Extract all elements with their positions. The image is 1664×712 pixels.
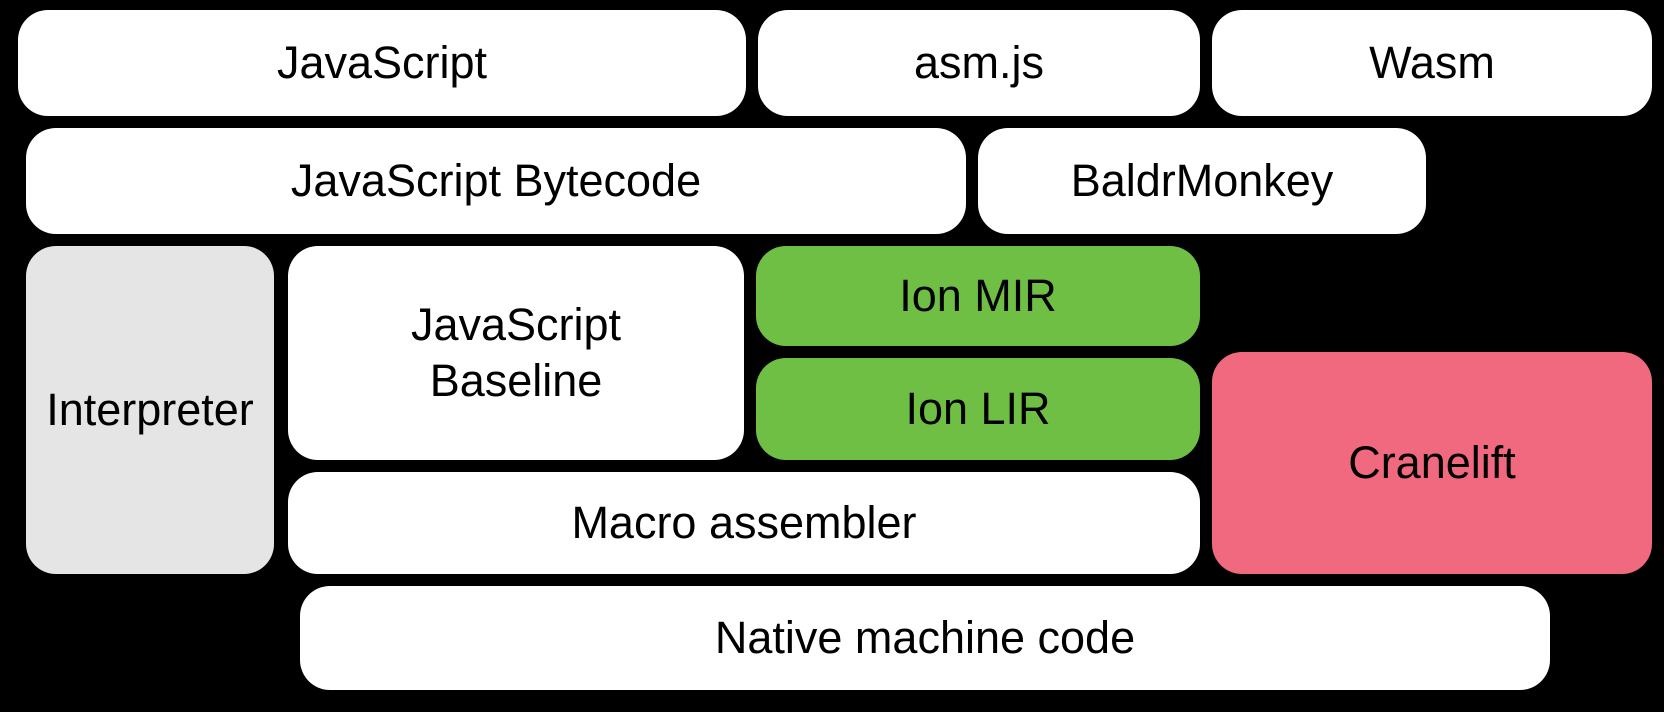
node-wasm: Wasm xyxy=(1212,10,1652,116)
node-cranelift: Cranelift xyxy=(1212,352,1652,574)
node-ion-lir-label: Ion LIR xyxy=(905,382,1051,434)
node-javascript-baseline: JavaScript Baseline xyxy=(288,246,744,460)
node-interpreter: Interpreter xyxy=(26,246,274,574)
node-macro-assembler-label: Macro assembler xyxy=(571,496,917,548)
node-baldrmonkey-label: BaldrMonkey xyxy=(1070,154,1334,206)
node-interpreter-label: Interpreter xyxy=(46,383,254,435)
node-ion-mir: Ion MIR xyxy=(756,246,1200,346)
node-wasm-label: Wasm xyxy=(1369,36,1495,88)
node-javascript-baseline-label: JavaScript Baseline xyxy=(410,298,622,406)
node-cranelift-label: Cranelift xyxy=(1348,436,1516,488)
node-ion-lir: Ion LIR xyxy=(756,358,1200,460)
node-native-machine-code-label: Native machine code xyxy=(714,611,1136,663)
node-javascript: JavaScript xyxy=(18,10,746,116)
node-asmjs-label: asm.js xyxy=(913,36,1044,88)
node-asmjs: asm.js xyxy=(758,10,1200,116)
node-javascript-label: JavaScript xyxy=(276,36,488,88)
node-javascript-bytecode: JavaScript Bytecode xyxy=(26,128,966,234)
node-native-machine-code: Native machine code xyxy=(300,586,1550,690)
node-baldrmonkey: BaldrMonkey xyxy=(978,128,1426,234)
node-macro-assembler: Macro assembler xyxy=(288,472,1200,574)
node-ion-mir-label: Ion MIR xyxy=(899,269,1057,321)
node-javascript-bytecode-label: JavaScript Bytecode xyxy=(290,154,702,206)
